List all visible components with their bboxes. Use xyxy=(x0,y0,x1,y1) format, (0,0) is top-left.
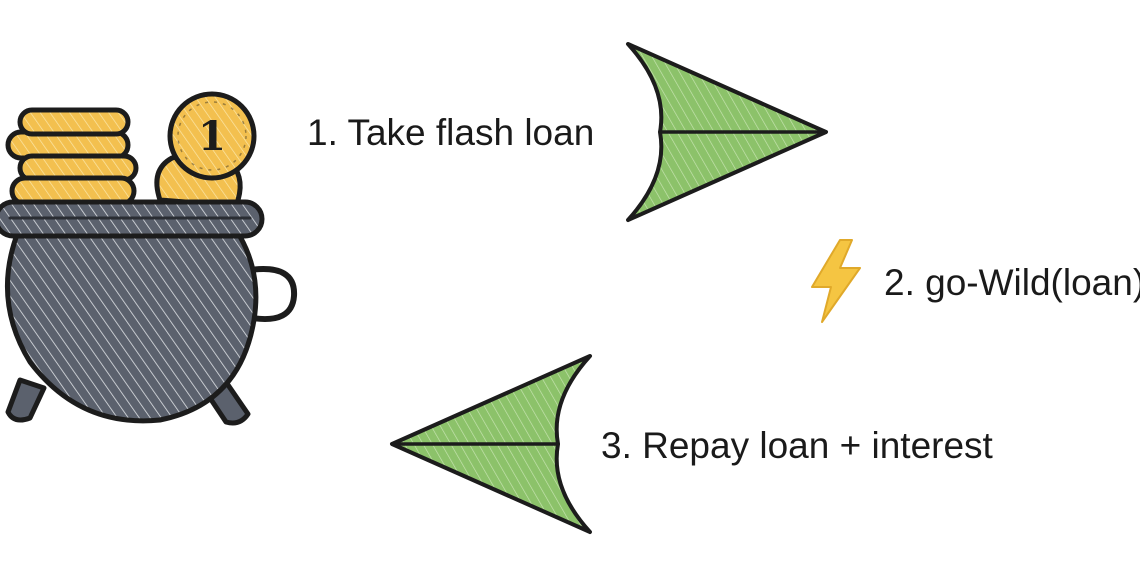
step-3-label: 3. Repay loan + interest xyxy=(601,425,993,466)
step-1-label: 1. Take flash loan xyxy=(307,112,595,153)
right-arrow-icon xyxy=(626,42,828,222)
lightning-icon xyxy=(811,239,861,323)
coin-icon: 1 xyxy=(167,91,257,181)
pot-of-gold-icon xyxy=(0,107,298,426)
left-arrow-icon xyxy=(390,354,592,534)
coin-label: 1 xyxy=(198,113,226,160)
step-2-label: 2. go-Wild(loan) xyxy=(884,262,1140,303)
